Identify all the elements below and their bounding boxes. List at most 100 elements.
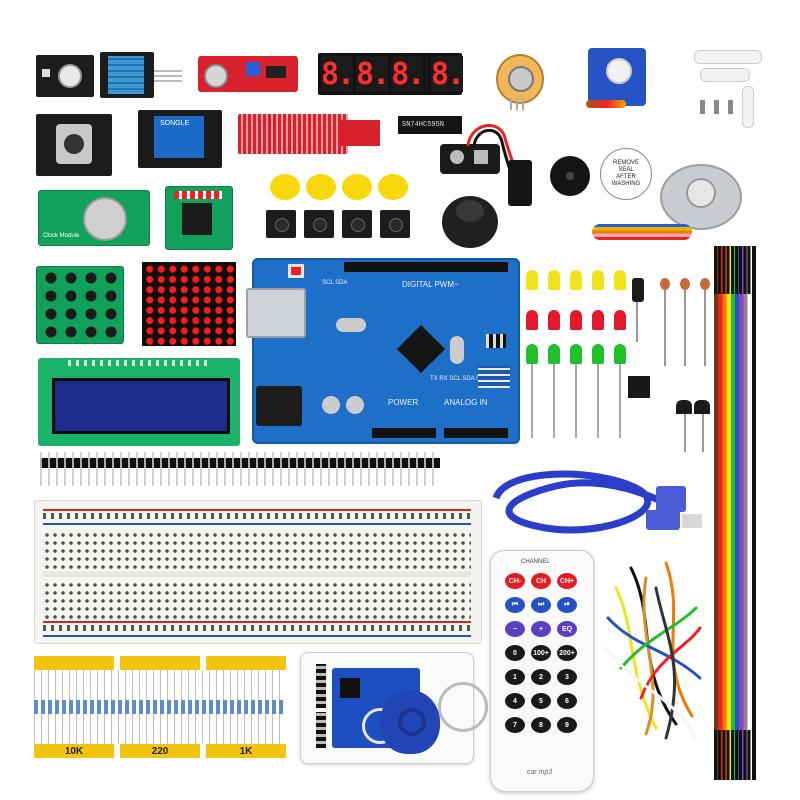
stepper-motor <box>660 164 742 230</box>
led-icon <box>570 310 582 330</box>
screw-icon <box>714 100 719 114</box>
key-ring-icon <box>438 682 488 732</box>
usb-cable <box>492 470 702 534</box>
segment-digit: 8. <box>321 56 355 92</box>
ir-sensor-module <box>36 55 94 97</box>
button-cap-icon <box>306 174 336 200</box>
remote-top-label: CHANNEL <box>521 559 550 565</box>
resistor-tape-top <box>206 656 286 670</box>
dht11-pins <box>154 68 182 82</box>
dht11-sensor <box>100 52 154 98</box>
digital-pwm-label: DIGITAL PWM~ <box>402 280 459 289</box>
usb-b-port <box>246 288 306 338</box>
remote-number-button[interactable]: 200+ <box>557 645 577 661</box>
coin-battery-icon <box>83 197 127 241</box>
crystal <box>336 318 366 332</box>
sticker-line: REMOVE <box>612 160 639 166</box>
resistor-label-10k: 10K <box>34 744 114 758</box>
remote-digit-button[interactable]: 8 <box>531 717 551 733</box>
resistor-label-220: 220 <box>120 744 200 758</box>
button-cap-icon <box>270 174 300 200</box>
lcd-screen <box>52 378 230 434</box>
capacitor-icon <box>346 396 364 414</box>
sound-sensor-module <box>198 56 298 92</box>
remote-digit-button[interactable]: 5 <box>531 693 551 709</box>
i2c-pin-label: SCL SDA <box>322 280 348 286</box>
button-cap-icon <box>378 174 408 200</box>
remote-digit-button[interactable]: 9 <box>557 717 577 733</box>
tactile-button <box>304 210 334 238</box>
remote-volume-button[interactable]: EQ <box>557 621 577 637</box>
ic-chip: SN74HC595N <box>398 116 462 134</box>
pin-label: TX RX SCL SDA 5V GND <box>430 376 499 382</box>
capacitor-icon <box>322 396 340 414</box>
stepper-wires <box>592 224 692 240</box>
segment-digit: 8. <box>431 56 465 92</box>
relay-marking: SONGLE <box>160 120 190 127</box>
potentiometer <box>496 54 544 104</box>
remote-brand: car mp3 <box>527 769 553 776</box>
power-label: POWER <box>388 398 419 407</box>
button-cap-icon <box>342 174 372 200</box>
remove-seal-sticker: REMOVE SEAL AFTER WASHING <box>600 148 652 200</box>
led-lead <box>553 364 555 438</box>
microphone-icon <box>204 64 228 88</box>
remote-channel-button[interactable]: CH- <box>505 573 525 589</box>
crystal <box>450 336 464 364</box>
remote-volume-button[interactable]: − <box>505 621 525 637</box>
sensor-led-icon <box>58 64 82 88</box>
remote-digit-button[interactable]: 4 <box>505 693 525 709</box>
remote-media-button[interactable]: ⏭ <box>531 597 551 613</box>
servo-horn-icon <box>606 58 632 84</box>
jumper-ribbon <box>714 246 756 780</box>
single-segment-display: 8. <box>428 53 465 95</box>
tactile-button <box>342 210 372 238</box>
remote-digit-button[interactable]: 2 <box>531 669 551 685</box>
dc-barrel-plug <box>508 160 532 206</box>
dc-power-jack <box>256 386 302 426</box>
joystick-module <box>36 114 112 176</box>
led-icon <box>592 270 604 290</box>
led-icon <box>570 270 582 290</box>
remote-number-button[interactable]: 0 <box>505 645 525 661</box>
led-icon <box>614 310 626 330</box>
pin-header-strip <box>40 452 440 486</box>
analog-header <box>444 428 508 438</box>
screw-icon <box>700 100 705 114</box>
led-lead <box>597 364 599 438</box>
photoresistor <box>680 278 690 290</box>
led-matrix-8x8 <box>142 262 236 346</box>
resistor-label-1k: 1K <box>206 744 286 758</box>
remote-channel-button[interactable]: CH+ <box>557 573 577 589</box>
servo-horn-accessory <box>694 50 762 64</box>
led-lead <box>531 364 533 438</box>
digital-header <box>344 262 508 272</box>
remote-number-button[interactable]: 100+ <box>531 645 551 661</box>
led-lead <box>619 364 621 438</box>
resistor-bodies <box>34 700 286 714</box>
knob-icon <box>508 66 534 92</box>
power-header <box>372 428 436 438</box>
remote-channel-button[interactable]: CH <box>531 573 551 589</box>
resistor-tape-top <box>120 656 200 670</box>
remote-digit-button[interactable]: 7 <box>505 717 525 733</box>
remote-digit-button[interactable]: 6 <box>557 693 577 709</box>
remote-media-button[interactable]: ⏯ <box>557 597 577 613</box>
remote-media-button[interactable]: ⏮ <box>505 597 525 613</box>
sticker-line: SEAL <box>618 167 634 173</box>
reset-button <box>288 264 304 278</box>
screw-icon <box>728 100 733 114</box>
resistor-tape-top <box>34 656 114 670</box>
remote-volume-button[interactable]: + <box>531 621 551 637</box>
led-lead <box>575 364 577 438</box>
remote-digit-button[interactable]: 1 <box>505 669 525 685</box>
tactile-button <box>266 210 296 238</box>
ic-header-block <box>478 366 510 388</box>
servo-horn-accessory <box>742 86 754 128</box>
servo-motor <box>588 48 646 106</box>
pin-header-vertical <box>316 712 326 748</box>
remote-digit-button[interactable]: 3 <box>557 669 577 685</box>
sticker-line: AFTER <box>616 174 636 180</box>
pin-header-vertical <box>316 664 326 708</box>
